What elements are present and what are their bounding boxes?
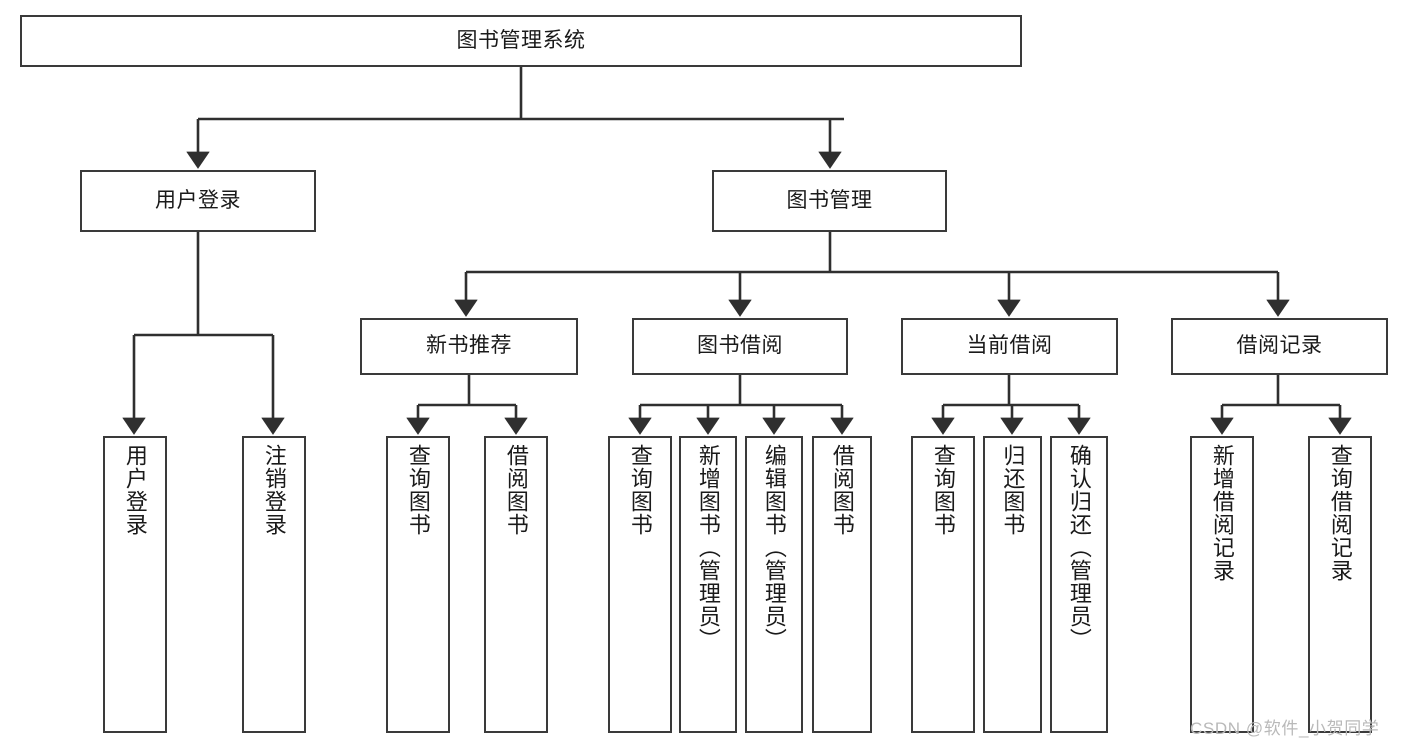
node-root-label: 图书管理系统	[456, 28, 586, 52]
edges-book-borrow-to-leaves	[628, 375, 854, 435]
node-leaf-query-book-3-label: 查询图书	[930, 444, 956, 536]
node-book-management-label: 图书管理	[786, 188, 873, 212]
node-leaf-logout-label: 注销登录	[261, 444, 287, 536]
node-root[interactable]: 图书管理系统	[20, 15, 1022, 67]
node-leaf-borrow-book-1-label: 借阅图书	[503, 444, 529, 536]
node-leaf-add-book-admin[interactable]: 新增图书（管理员）	[679, 436, 737, 733]
node-leaf-borrow-book-1[interactable]: 借阅图书	[484, 436, 548, 733]
node-user-login-label: 用户登录	[155, 188, 241, 212]
edges-book-management-to-level2	[454, 232, 1290, 317]
node-book-management[interactable]: 图书管理	[712, 170, 947, 232]
node-leaf-borrow-book-2[interactable]: 借阅图书	[812, 436, 872, 733]
node-leaf-confirm-return-admin-label: 确认归还（管理员）	[1066, 444, 1092, 651]
edges-new-book-recommend-to-leaves	[406, 375, 528, 435]
node-leaf-user-login[interactable]: 用户登录	[103, 436, 167, 733]
node-leaf-edit-book-admin[interactable]: 编辑图书（管理员）	[745, 436, 803, 733]
node-leaf-return-book[interactable]: 归还图书	[983, 436, 1042, 733]
node-leaf-borrow-book-2-label: 借阅图书	[829, 444, 855, 536]
node-book-borrow-label: 图书借阅	[697, 334, 783, 358]
node-borrow-record[interactable]: 借阅记录	[1171, 318, 1388, 375]
node-user-login[interactable]: 用户登录	[80, 170, 316, 232]
node-leaf-query-book-1[interactable]: 查询图书	[386, 436, 450, 733]
node-leaf-query-book-2[interactable]: 查询图书	[608, 436, 672, 733]
node-current-borrow-label: 当前借阅	[966, 334, 1053, 358]
csdn-watermark: CSDN @软件_小贺同学	[1190, 719, 1380, 738]
node-leaf-user-login-label: 用户登录	[122, 444, 148, 536]
node-leaf-return-book-label: 归还图书	[1000, 444, 1026, 536]
edges-borrow-record-to-leaves	[1210, 375, 1352, 435]
node-leaf-query-book-3[interactable]: 查询图书	[911, 436, 975, 733]
node-new-book-recommend[interactable]: 新书推荐	[360, 318, 578, 375]
node-leaf-query-book-1-label: 查询图书	[405, 444, 431, 536]
edges-root-to-level1	[186, 67, 844, 169]
node-leaf-add-borrow-record[interactable]: 新增借阅记录	[1190, 436, 1254, 733]
node-current-borrow[interactable]: 当前借阅	[901, 318, 1118, 375]
node-leaf-add-book-admin-label: 新增图书（管理员）	[695, 444, 721, 651]
node-borrow-record-label: 借阅记录	[1236, 334, 1323, 358]
node-leaf-add-borrow-record-label: 新增借阅记录	[1209, 444, 1235, 582]
node-leaf-confirm-return-admin[interactable]: 确认归还（管理员）	[1050, 436, 1108, 733]
node-leaf-logout[interactable]: 注销登录	[242, 436, 306, 733]
node-leaf-query-book-2-label: 查询图书	[627, 444, 653, 536]
node-book-borrow[interactable]: 图书借阅	[632, 318, 848, 375]
node-new-book-recommend-label: 新书推荐	[426, 334, 512, 358]
edges-user-login-to-leaves	[122, 232, 285, 435]
node-leaf-query-borrow-record[interactable]: 查询借阅记录	[1308, 436, 1372, 733]
edges-current-borrow-to-leaves	[931, 375, 1091, 435]
node-leaf-query-borrow-record-label: 查询借阅记录	[1327, 444, 1353, 582]
node-leaf-edit-book-admin-label: 编辑图书（管理员）	[761, 444, 787, 651]
